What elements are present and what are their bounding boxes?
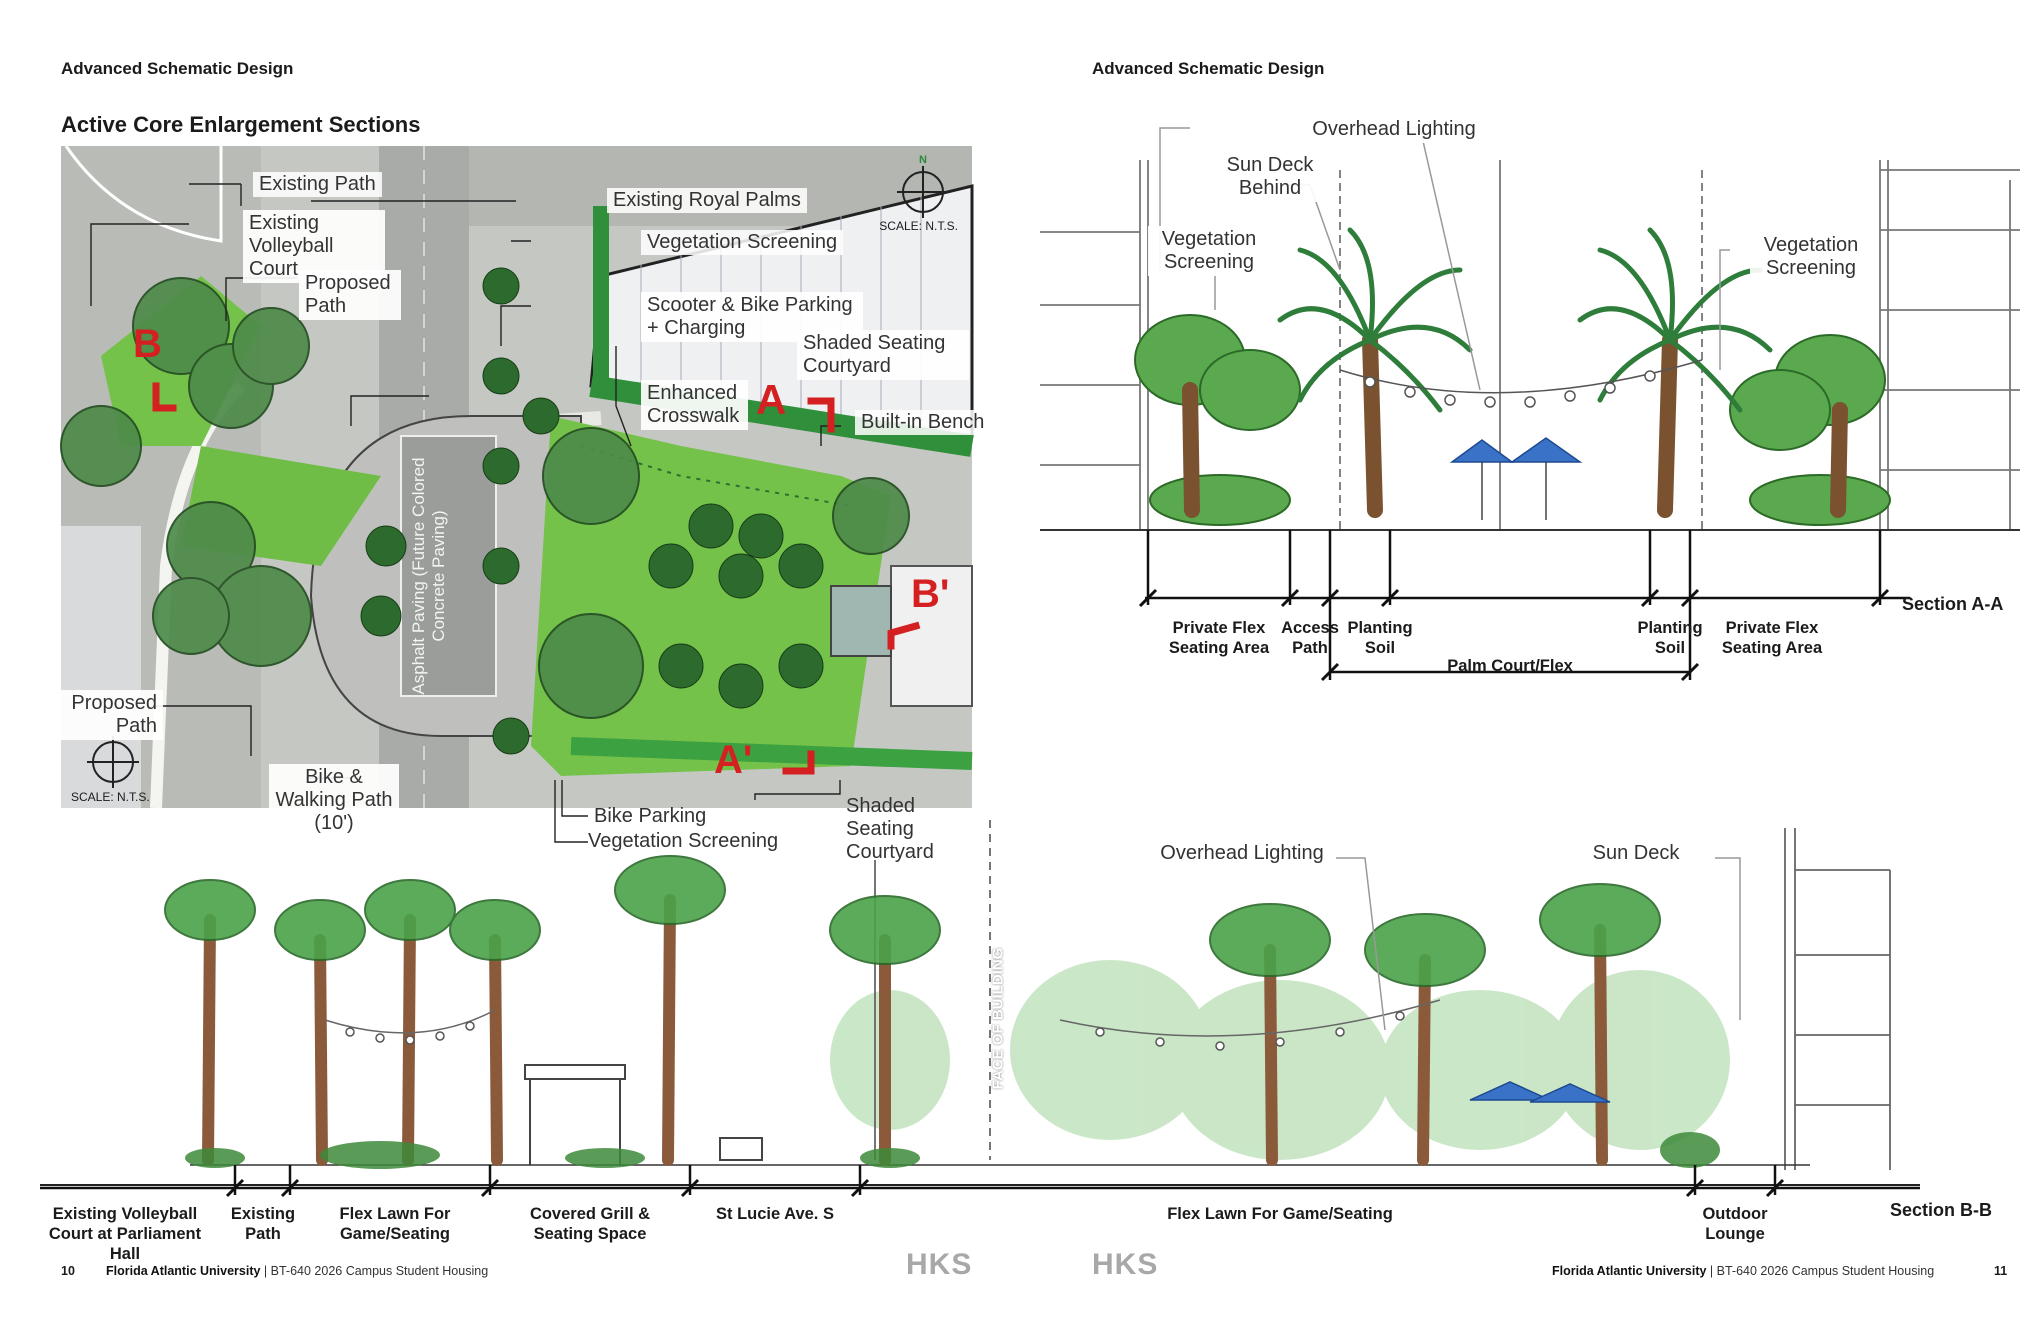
section-mark-a-prime: A'	[714, 738, 753, 782]
section-mark-b: B	[133, 322, 162, 366]
left-page-header: Advanced Schematic Design	[61, 59, 294, 78]
left-footer-university: Florida Atlantic University	[106, 1264, 261, 1278]
scale-label-bottom: SCALE: N.T.S.	[71, 790, 150, 804]
site-plan-drawing: N	[60, 145, 974, 809]
svg-text:N: N	[919, 154, 927, 166]
bb-dim-flex-lawn-main: Flex Lawn For Game/Seating	[1167, 1205, 1393, 1223]
page-title: Active Core Enlargement Sections	[61, 112, 421, 137]
right-footer-university: Florida Atlantic University	[1552, 1264, 1707, 1278]
callout-bike-parking: Bike Parking	[594, 805, 707, 827]
right-hks-logo: HKS	[1092, 1248, 1159, 1281]
section-aa-name: Section A-A	[1902, 594, 2004, 614]
right-footer-project: | BT-640 2026 Campus Student Housing	[1709, 1264, 1935, 1278]
plan-bottom-leaders	[550, 780, 990, 860]
aa-dim-access-path: Access Path	[1281, 619, 1339, 657]
aa-callout-sun-deck-behind: Sun Deck Behind	[1214, 152, 1326, 202]
callout-vegetation-screening-bottom: Vegetation Screening	[588, 830, 779, 852]
paving-label: Asphalt Paving (Future Colored Concrete …	[409, 457, 448, 695]
left-footer-project: | BT-640 2026 Campus Student Housing	[263, 1264, 489, 1278]
bb-callout-sun-deck: Sun Deck	[1580, 840, 1692, 867]
right-page-header: Advanced Schematic Design	[1092, 59, 1325, 78]
callout-shaded-seating-top: Shaded Seating Courtyard	[797, 330, 969, 380]
bb-dim-st-lucie: St Lucie Ave. S	[716, 1205, 834, 1223]
section-mark-a: A	[756, 376, 787, 423]
site-plan: N B A B' A' Asphalt Paving (Future Color…	[60, 145, 991, 837]
callout-bike-walking-path: Bike & Walking Path (10')	[269, 764, 399, 837]
callout-scooter-bike: Scooter & Bike Parking + Charging	[641, 292, 863, 342]
section-bb-drawing	[40, 820, 1920, 1198]
callout-proposed-path-top: Proposed Path	[299, 270, 401, 320]
north-arrow-icon	[87, 166, 949, 788]
aa-callout-vegetation-right: Vegetation Screening	[1750, 232, 1872, 282]
right-footer: Florida Atlantic University | BT-640 202…	[1552, 1264, 1934, 1278]
section-bb-name: Section B-B	[1890, 1200, 1993, 1220]
left-hks-logo: HKS	[906, 1248, 973, 1281]
callout-built-in-bench: Built-in Bench	[855, 410, 991, 435]
callout-existing-path: Existing Path	[253, 172, 382, 197]
left-footer: Florida Atlantic University | BT-640 202…	[106, 1264, 488, 1278]
face-of-building-label: FACE OF BUILDING	[989, 947, 1007, 1090]
callout-existing-royal-palms: Existing Royal Palms	[607, 188, 807, 213]
section-mark-b-prime: B'	[911, 572, 950, 616]
scale-label-top: SCALE: N.T.S.	[879, 219, 958, 233]
aa-dim-planting-soil-right: Planting Soil	[1637, 619, 1703, 657]
aa-dim-private-flex-left: Private Flex Seating Area	[1168, 619, 1270, 657]
right-page-number: 11	[1994, 1264, 2008, 1278]
left-page-number: 10	[61, 1264, 75, 1278]
bb-dim-flex-lawn-left: Flex Lawn For Game/Seating	[339, 1205, 451, 1243]
callout-enhanced-crosswalk: Enhanced Crosswalk	[641, 380, 748, 430]
aa-dim-private-flex-right: Private Flex Seating Area	[1721, 619, 1823, 657]
bb-dim-volleyball: Existing Volleyball Court at Parliament …	[48, 1205, 202, 1263]
bb-dim-existing-path: Existing Path	[230, 1205, 296, 1243]
bb-dim-covered-grill: Covered Grill & Seating Space	[529, 1205, 651, 1243]
callout-proposed-path-bottom: Proposed Path	[61, 690, 163, 740]
aa-dim-planting-soil-left: Planting Soil	[1347, 619, 1413, 657]
section-aa: Overhead Lighting Sun Deck Behind Vegeta…	[1040, 110, 2020, 690]
section-bb: FACE OF BUILDING Overhead Lighting Sun D…	[40, 820, 2030, 1263]
callout-shaded-seating-bottom: Shaded Seating Courtyard	[846, 795, 934, 863]
bb-dim-outdoor-lounge: Outdoor Lounge	[1702, 1205, 1768, 1243]
bb-callout-overhead-lighting: Overhead Lighting	[1148, 840, 1336, 867]
aa-callout-overhead-lighting: Overhead Lighting	[1300, 116, 1488, 143]
aa-callout-vegetation-left: Vegetation Screening	[1148, 226, 1270, 276]
aa-dim-palm-court: Palm Court/Flex	[1447, 657, 1573, 675]
callout-vegetation-screening-top: Vegetation Screening	[641, 230, 844, 255]
section-aa-drawing	[1040, 127, 2020, 682]
